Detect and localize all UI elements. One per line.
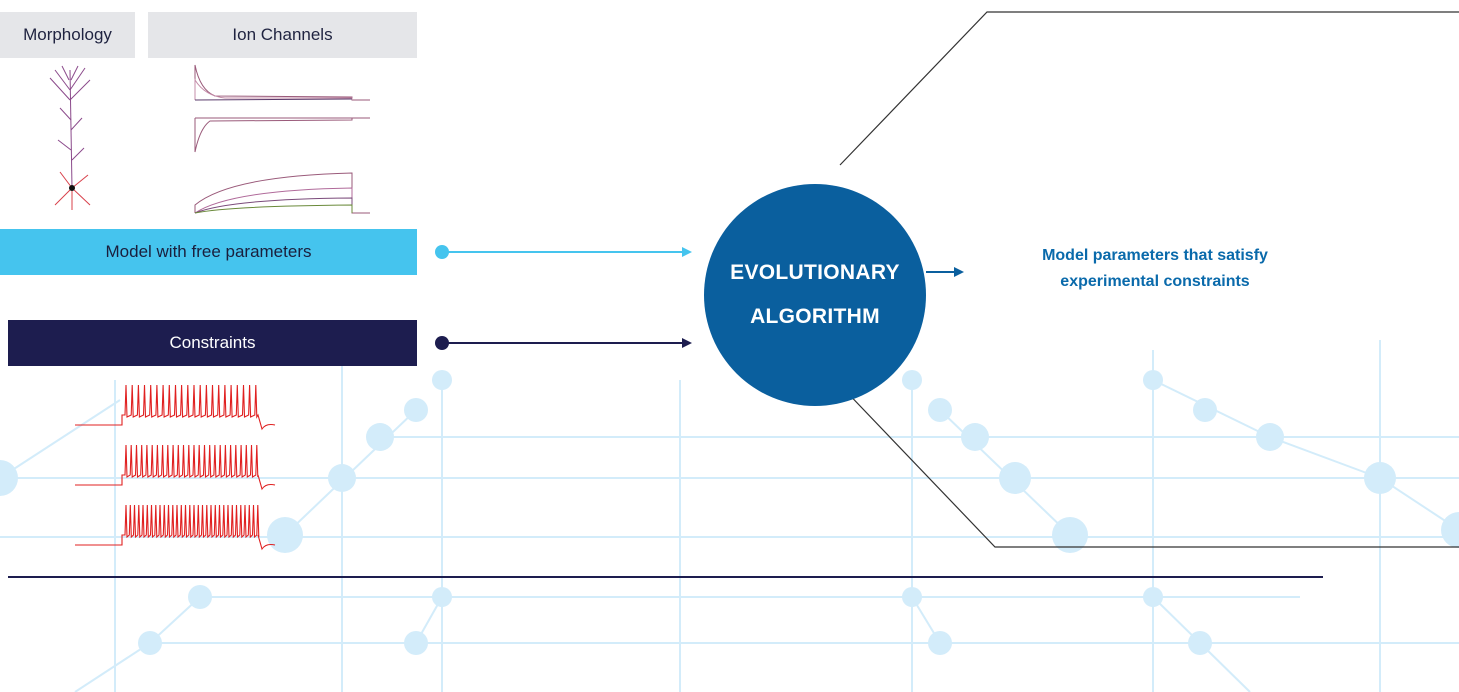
ion-channels-label: Ion Channels: [148, 12, 417, 58]
spike-train-traces: [75, 384, 276, 551]
morphology-label: Morphology: [0, 12, 135, 58]
algorithm-label-line1: EVOLUTIONARY: [730, 261, 900, 284]
algorithm-label-line2: ALGORITHM: [750, 305, 880, 328]
ion-channel-traces-3: [194, 172, 370, 214]
spike-train-trace-3: [75, 504, 276, 551]
neuron-basal-dendrites: [54, 171, 91, 210]
output-description: Model parameters that satisfy experiment…: [985, 243, 1325, 295]
evolutionary-algorithm-node: EVOLUTIONARY ALGORITHM: [704, 184, 926, 406]
ion-channel-traces-2: [194, 117, 370, 153]
ion-channel-traces-1: [194, 64, 370, 101]
spike-train-trace-1: [75, 384, 276, 431]
constraints-box: Constraints: [8, 320, 417, 366]
spike-train-trace-2: [75, 444, 276, 491]
output-line1: Model parameters that satisfy: [1042, 247, 1268, 264]
model-with-free-parameters-box: Model with free parameters: [0, 229, 417, 275]
output-panel-outline: [839, 11, 1459, 166]
neuron-morphology-icon: [49, 65, 91, 189]
neuron-soma: [69, 185, 75, 191]
output-panel-outline-bottom: [839, 384, 1459, 548]
output-line2: experimental constraints: [1060, 273, 1250, 290]
